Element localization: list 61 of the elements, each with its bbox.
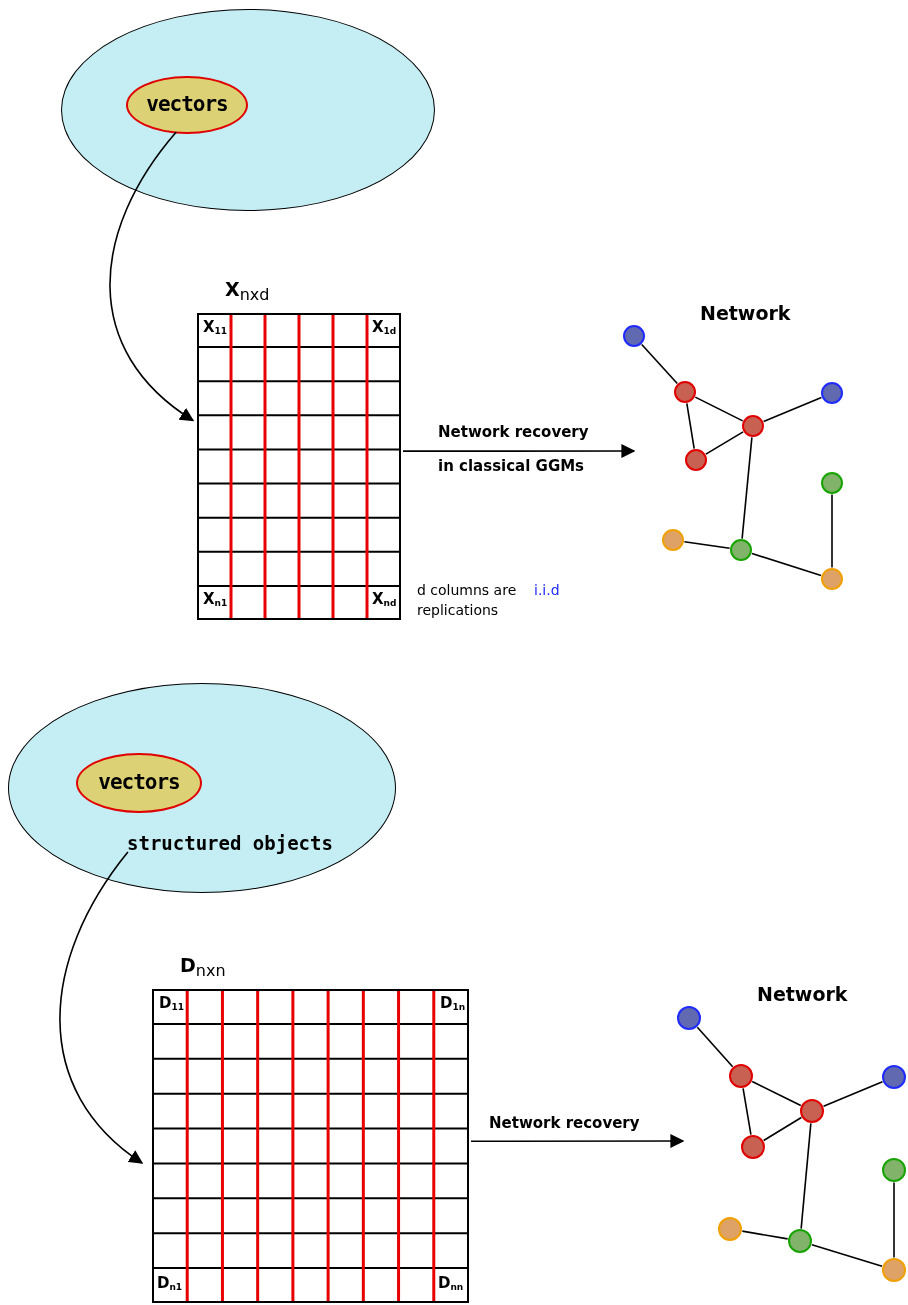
graph-edge (762, 1116, 803, 1142)
graph-edge (893, 1181, 895, 1259)
graph-node (882, 1065, 906, 1089)
cell-label: X$_{11}$ (203, 320, 228, 335)
graph-edge (694, 396, 744, 422)
graph-node (882, 1258, 906, 1282)
graph-edge (683, 540, 731, 550)
graph-node (729, 1064, 753, 1088)
cell-label: X$_{nd}$ (372, 592, 397, 607)
graph-edge (800, 1122, 812, 1230)
ellipse-node: vectors (76, 753, 202, 813)
graph-edge (811, 1243, 883, 1268)
graph-node (662, 529, 684, 551)
graph-edge (686, 402, 695, 450)
cell-label: D$_{11}$ (159, 996, 184, 1011)
graph-node (730, 539, 752, 561)
graph-node (685, 449, 707, 471)
graph-node (674, 381, 696, 403)
graph-edge (696, 1026, 734, 1068)
graph-edge (751, 1080, 802, 1107)
ellipse-node: vectors (126, 76, 248, 134)
graph-edge (741, 1230, 789, 1240)
edge-label: Network recovery (489, 1114, 640, 1133)
graph-edge (822, 1081, 884, 1107)
cell-label: X$_{n1}$ (203, 592, 228, 607)
note-text: replications (417, 602, 499, 620)
arrow (402, 444, 636, 458)
graph-node (821, 382, 843, 404)
graph-node (623, 325, 645, 347)
arrow (109, 131, 195, 422)
graph-edge (640, 343, 679, 385)
graph-edge (751, 552, 822, 577)
arrow-label: in classical GGMs (438, 457, 585, 476)
cell-label: D$_{1n}$ (440, 996, 466, 1011)
network-title: Network (757, 983, 848, 1007)
graph-node (742, 415, 764, 437)
graph-node (741, 1135, 765, 1159)
network-title: Network (700, 302, 791, 326)
note-text: d columns are (417, 582, 517, 600)
graph-edge (831, 493, 833, 569)
graph-edge (741, 436, 753, 540)
cell-label: X$_{1d}$ (372, 320, 397, 335)
graph-node (821, 568, 843, 590)
matrix-title: D$_{nxn}$ (180, 953, 226, 980)
note-text: i.i.d (534, 582, 560, 600)
graph-edge (762, 396, 823, 423)
cell-label: D$_{nn}$ (438, 1276, 464, 1291)
matrix-title: X$_{nxd}$ (225, 277, 270, 304)
graph-node (800, 1099, 824, 1123)
graph-edge (742, 1087, 752, 1136)
arrow (59, 851, 144, 1164)
graph-node (882, 1158, 906, 1182)
graph-edge (705, 431, 744, 455)
graph-node (821, 472, 843, 494)
arrow (470, 1134, 685, 1148)
graph-node (718, 1217, 742, 1241)
graph-node (677, 1006, 701, 1030)
graph-node (788, 1229, 812, 1253)
cell-label: D$_{n1}$ (157, 1276, 183, 1291)
arrow-label: Network recovery (438, 423, 589, 442)
region-text: structured objects (127, 831, 333, 856)
